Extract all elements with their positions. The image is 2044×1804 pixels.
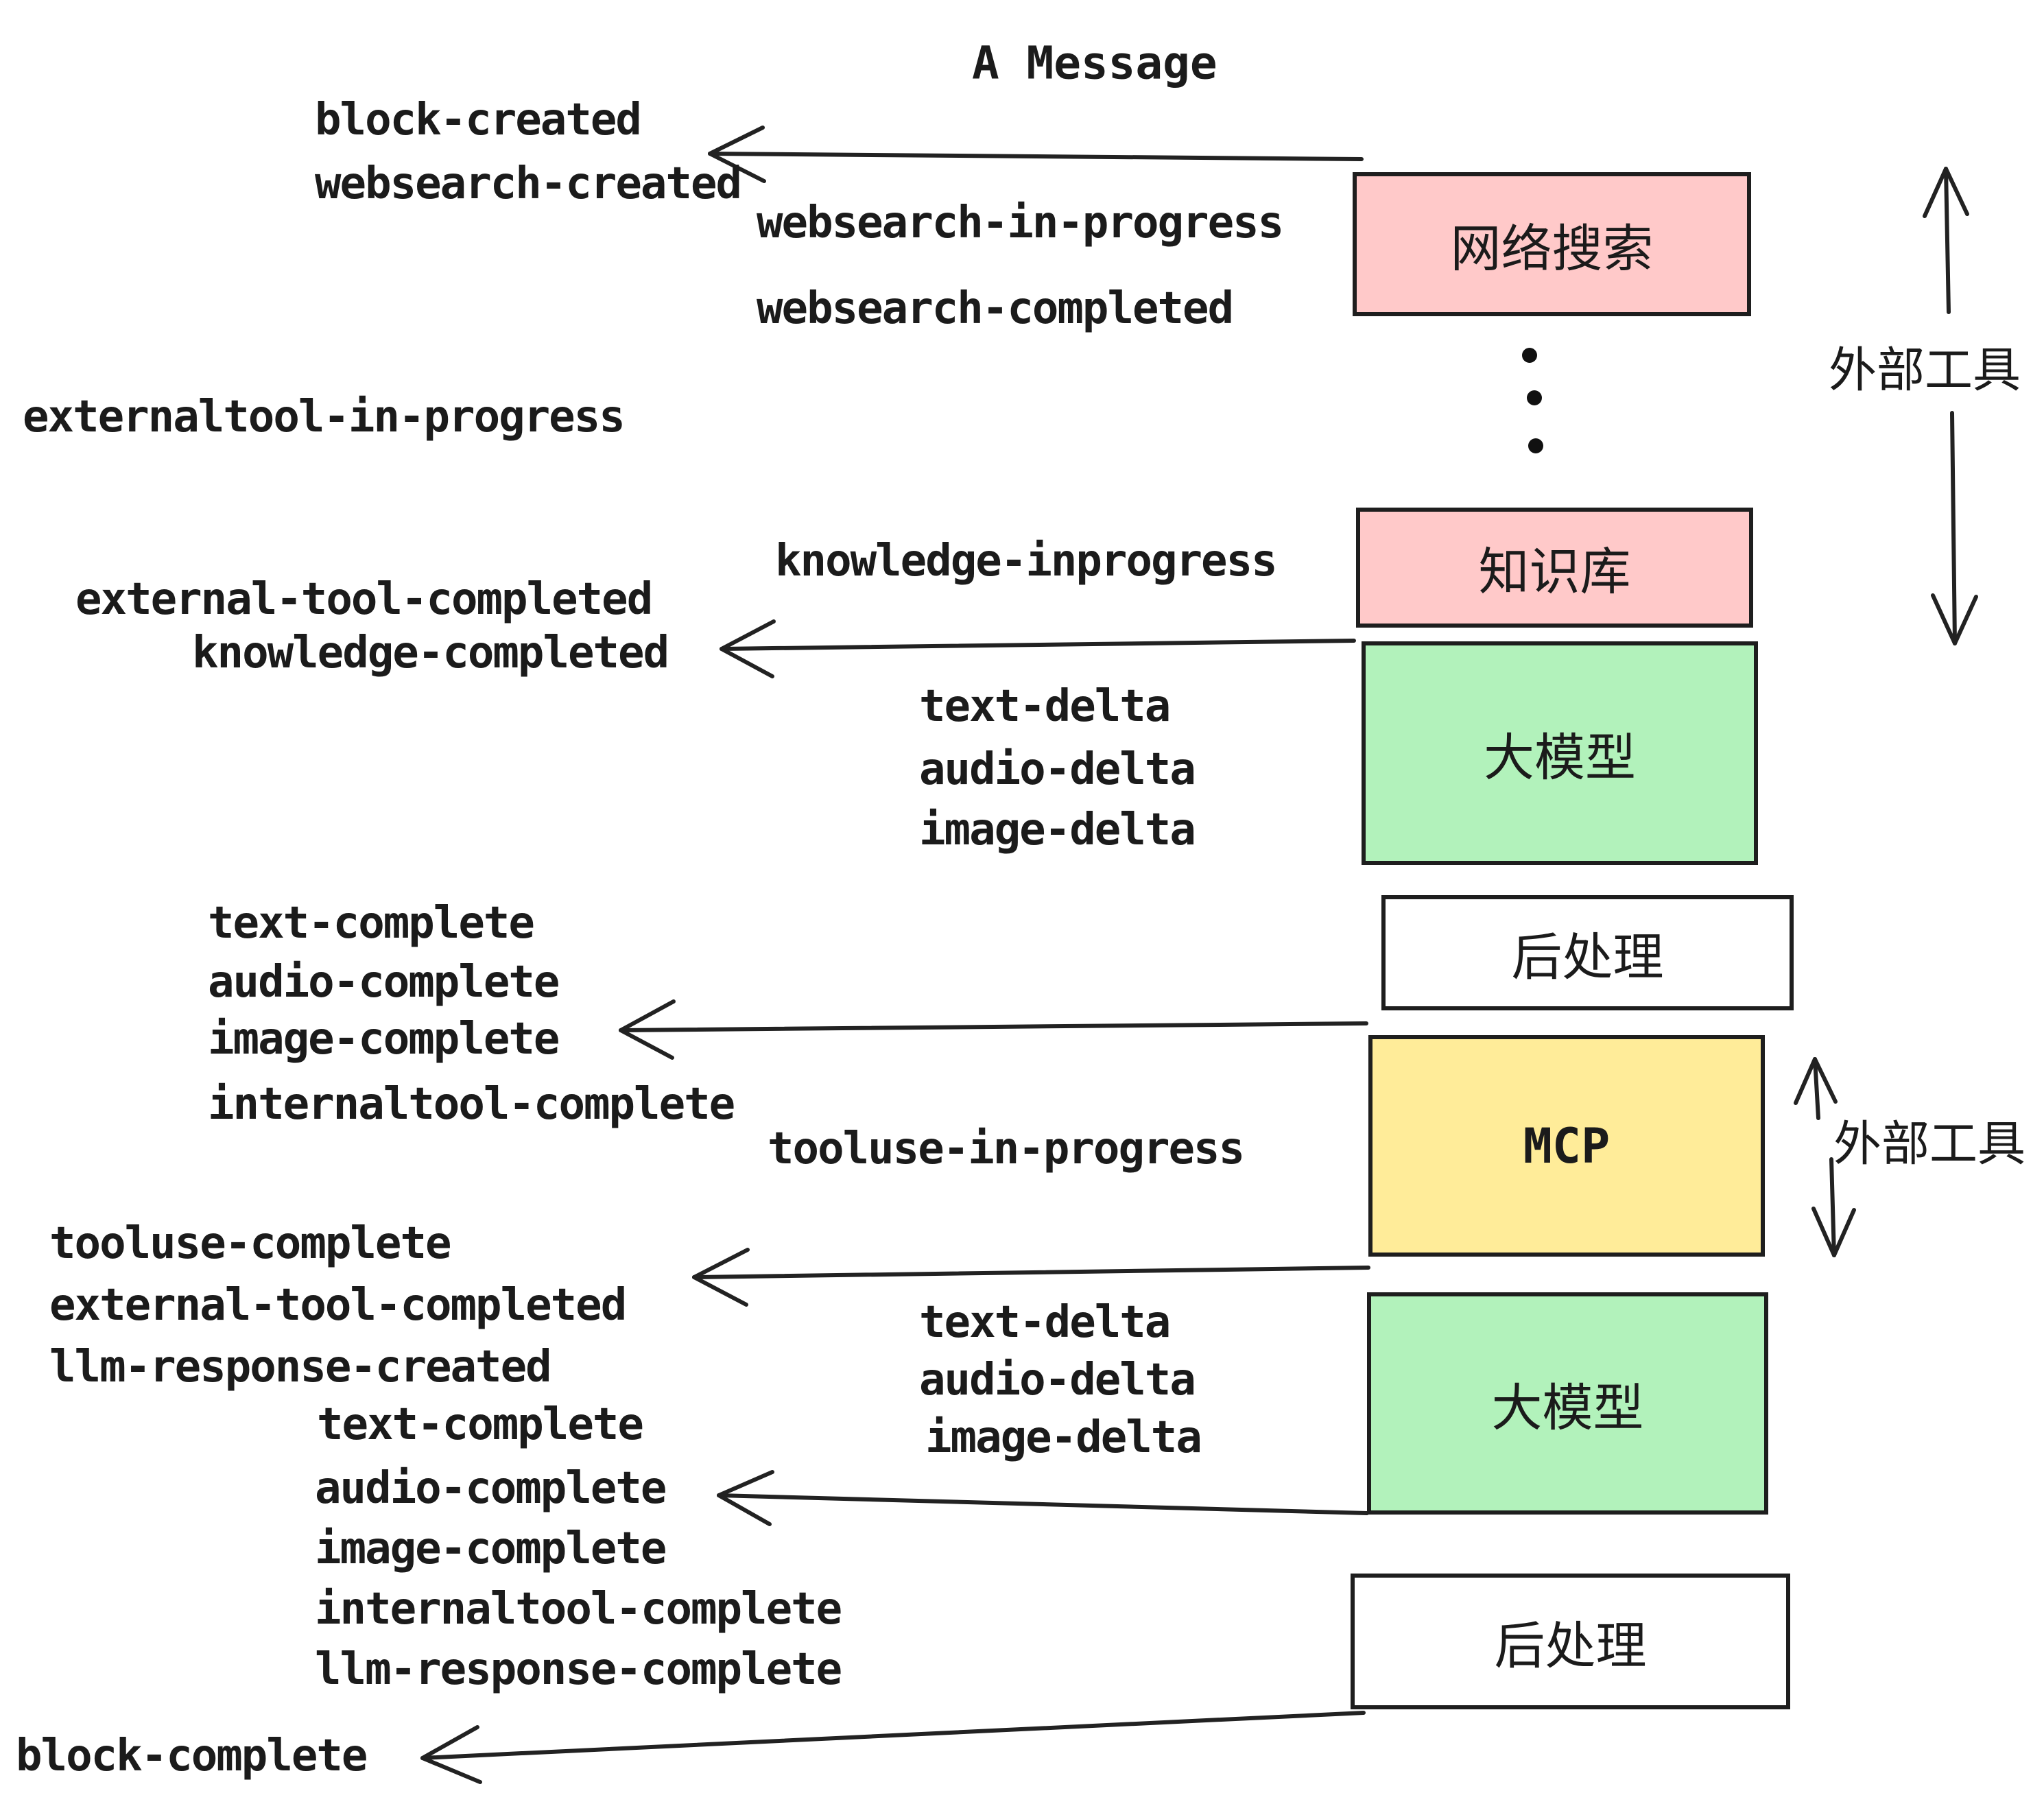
box-websearch-label: 网络搜索 — [1450, 219, 1654, 278]
event-label-image-complete-1: image-complete — [208, 1014, 560, 1065]
event-label-image-complete-2: image-complete — [315, 1523, 667, 1574]
arrow-to-tooluse-complete — [692, 1248, 1370, 1307]
event-label-audio-complete-1: audio-complete — [208, 957, 560, 1008]
event-label-image-delta-1: image-delta — [919, 805, 1196, 855]
box-knowledge-label: 知识库 — [1478, 543, 1631, 602]
event-label-block-complete: block-complete — [16, 1731, 368, 1781]
box-knowledge: 知识库 — [1356, 508, 1753, 628]
external-tools-lower-up-arrow — [1794, 1057, 1838, 1120]
event-label-websearch-completed: websearch-completed — [757, 283, 1234, 334]
event-label-llm-response-complete: llm-response-complete — [315, 1644, 842, 1695]
event-label-external-tool-completed-1: external-tool-completed — [75, 574, 653, 625]
external-tools-upper-down-arrow — [1931, 411, 1978, 645]
box-postprocess-1-label: 后处理 — [1511, 927, 1664, 987]
diagram-title: A Message — [972, 36, 1217, 90]
box-mcp-label: MCP — [1523, 1117, 1611, 1174]
external-tools-upper-label: 外部工具 — [1829, 342, 2021, 399]
external-tools-lower-down-arrow — [1811, 1157, 1856, 1257]
event-label-image-delta-2: image-delta — [925, 1412, 1202, 1463]
event-label-block-created: block-created — [315, 95, 642, 145]
event-label-knowledge-completed: knowledge-completed — [192, 628, 669, 678]
arrow-to-block-complete — [420, 1711, 1366, 1784]
event-label-internaltool-complete-2: internaltool-complete — [315, 1584, 842, 1635]
box-llm-2: 大模型 — [1367, 1292, 1768, 1515]
external-tools-lower-label: 外部工具 — [1833, 1115, 2025, 1172]
arrow-to-audio-complete — [717, 1470, 1369, 1526]
event-label-text-complete-2: text-complete — [317, 1399, 644, 1450]
event-label-knowledge-inprogress: knowledge-inprogress — [775, 536, 1278, 586]
event-label-text-delta-2: text-delta — [919, 1297, 1171, 1348]
event-label-audio-complete-2: audio-complete — [315, 1463, 667, 1514]
arrow-to-image-complete — [619, 999, 1368, 1060]
event-label-audio-delta-1: audio-delta — [919, 744, 1196, 795]
external-tools-upper-up-arrow — [1923, 167, 1969, 314]
box-postprocess-2-label: 后处理 — [1494, 1616, 1647, 1676]
event-label-tooluse-complete: tooluse-complete — [49, 1218, 451, 1269]
box-llm-2-label: 大模型 — [1491, 1378, 1644, 1438]
box-llm-1-label: 大模型 — [1484, 728, 1636, 787]
box-postprocess-2: 后处理 — [1351, 1574, 1790, 1709]
event-label-tooluse-in-progress: tooluse-in-progress — [768, 1124, 1245, 1174]
box-postprocess-1: 后处理 — [1381, 895, 1794, 1010]
event-label-websearch-in-progress: websearch-in-progress — [757, 198, 1284, 248]
arrow-to-websearch-created — [708, 126, 1364, 183]
box-websearch: 网络搜索 — [1353, 172, 1751, 316]
event-label-internaltool-complete-1: internaltool-complete — [208, 1079, 735, 1130]
event-label-llm-response-created: llm-response-created — [49, 1342, 552, 1392]
box-llm-1: 大模型 — [1362, 641, 1758, 865]
ellipsis-dots — [1522, 348, 1543, 453]
arrow-to-knowledge-completed — [720, 619, 1356, 678]
event-label-externaltool-in-progress: externaltool-in-progress — [23, 392, 626, 442]
event-label-text-complete-1: text-complete — [208, 898, 535, 949]
event-label-text-delta-1: text-delta — [919, 681, 1171, 732]
event-label-websearch-created: websearch-created — [315, 158, 742, 209]
event-label-audio-delta-2: audio-delta — [919, 1355, 1196, 1405]
event-label-external-tool-completed-2: external-tool-completed — [49, 1280, 627, 1331]
box-mcp: MCP — [1368, 1035, 1765, 1257]
